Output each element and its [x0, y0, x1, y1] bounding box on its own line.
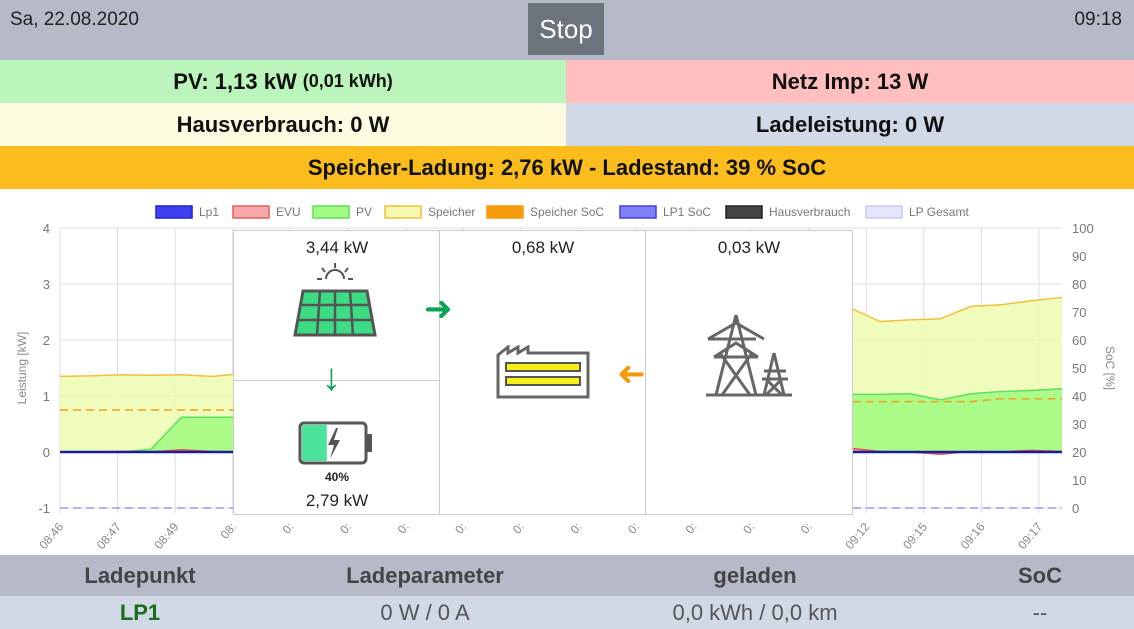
- panel-divider: [234, 380, 439, 381]
- legend-label: LP1 SoC: [663, 205, 711, 219]
- arrow-down-icon: ↓: [322, 357, 341, 399]
- charge-point-table-header: Ladepunkt Ladeparameter geladen SoC: [0, 555, 1134, 596]
- y2-tick-label: 30: [1072, 417, 1086, 432]
- x-tick-label: 08:46: [36, 520, 66, 552]
- battery-percent: 40%: [324, 470, 350, 484]
- x-tick-label: 0:: [740, 520, 757, 537]
- x-tick-label: 0:: [279, 520, 296, 537]
- y2-tick-label: 90: [1072, 249, 1086, 264]
- x-tick-label: 0:: [798, 520, 815, 537]
- y-tick-label: 2: [43, 333, 50, 348]
- legend-swatch: [384, 205, 422, 219]
- legend-swatch: [155, 205, 193, 219]
- col-soc: SoC: [1018, 562, 1062, 588]
- x-tick-label: 0:: [567, 520, 584, 537]
- y2-tick-label: 10: [1072, 473, 1086, 488]
- legend-label: Speicher: [428, 205, 475, 219]
- legend-label: PV: [356, 205, 372, 219]
- panel-divider: [439, 231, 440, 514]
- y-tick-label: -1: [38, 501, 50, 516]
- x-tick-label: 09:12: [842, 520, 872, 552]
- y-tick-label: 0: [43, 445, 50, 460]
- x-tick-label: 0:: [395, 520, 412, 537]
- battery-flow-value: 2,79 kW: [305, 491, 369, 510]
- legend-swatch: [619, 205, 657, 219]
- legend-swatch: [486, 205, 524, 219]
- battery-level: [302, 425, 327, 461]
- legend-label: EVU: [276, 205, 301, 219]
- date-label: Sa, 22.08.2020: [10, 9, 139, 30]
- y2-tick-label: 80: [1072, 277, 1086, 292]
- battery-icon: [298, 421, 372, 465]
- legend-swatch: [312, 205, 350, 219]
- pv-status: PV: 1,13 kW(0,01 kWh): [0, 60, 566, 103]
- col-ladeparameter: Ladeparameter: [346, 562, 504, 588]
- x-tick-label: 0:: [510, 520, 527, 537]
- pv-flow-value: 3,44 kW: [305, 238, 369, 257]
- y2-tick-label: 60: [1072, 333, 1086, 348]
- table-row: LP1 0 W / 0 A 0,0 kWh / 0,0 km --: [0, 596, 1134, 629]
- col-geladen: geladen: [713, 562, 797, 588]
- x-tick-label: 09:17: [1015, 520, 1045, 552]
- y2-axis-label: SoC [%]: [1103, 346, 1117, 390]
- storage-status: Speicher-Ladung: 2,76 kW - Ladestand: 39…: [0, 146, 1134, 189]
- solar-panel-icon: [293, 263, 377, 337]
- time-label: 09:18: [1074, 9, 1122, 30]
- col-ladepunkt: Ladepunkt: [84, 562, 196, 588]
- grid-status: Netz Imp: 13 W: [566, 60, 1134, 103]
- x-tick-label: 09:15: [900, 520, 930, 552]
- charge-point-name[interactable]: LP1: [119, 599, 161, 625]
- x-tick-label: 08:49: [151, 520, 181, 552]
- x-tick-label: 0:: [452, 520, 469, 537]
- energy-flow-panel: 3,44 kW 0,68 kW 0,03 kW ➜ ↓ 40% 2,79 kW …: [233, 230, 853, 515]
- x-tick-label: 0:: [683, 520, 700, 537]
- charged-amount: 0,0 kWh / 0,0 km: [672, 599, 838, 625]
- legend-label: Speicher SoC: [530, 205, 604, 219]
- y-tick-label: 3: [43, 277, 50, 292]
- panel-divider: [645, 231, 646, 514]
- legend-swatch: [232, 205, 270, 219]
- house-consumption-status: Hausverbrauch: 0 W: [0, 103, 566, 146]
- y-tick-label: 4: [43, 221, 50, 236]
- grid-flow-value: 0,03 kW: [717, 238, 781, 257]
- pv-energy: (0,01 kWh): [302, 71, 393, 91]
- y2-tick-label: 100: [1072, 221, 1094, 236]
- arrow-right-icon: ➜: [424, 290, 453, 328]
- house-flow-value: 0,68 kW: [511, 238, 575, 257]
- charge-parameter: 0 W / 0 A: [380, 599, 470, 625]
- x-tick-label: 08:: [218, 520, 239, 542]
- stop-button[interactable]: Stop: [528, 3, 604, 55]
- x-tick-label: 0:: [337, 520, 354, 537]
- x-tick-label: 0:: [625, 520, 642, 537]
- charge-soc: --: [1032, 599, 1048, 625]
- pv-power: PV: 1,13 kW: [173, 68, 297, 94]
- y-axis-label: Leistung [kW]: [15, 332, 29, 405]
- charging-power-status: Ladeleistung: 0 W: [566, 103, 1134, 146]
- y-tick-label: 1: [43, 389, 50, 404]
- legend-label: Lp1: [199, 205, 219, 219]
- header-bar: Sa, 22.08.2020 Stop 09:18: [0, 0, 1134, 60]
- y2-tick-label: 50: [1072, 361, 1086, 376]
- house-factory-icon: [496, 345, 590, 399]
- legend-label: LP Gesamt: [909, 205, 969, 219]
- y2-tick-label: 20: [1072, 445, 1086, 460]
- power-pylon-icon: [706, 314, 792, 397]
- legend-swatch: [865, 205, 903, 219]
- y2-tick-label: 40: [1072, 389, 1086, 404]
- legend-swatch: [725, 205, 763, 219]
- arrow-left-icon: ➜: [617, 355, 646, 393]
- x-tick-label: 08:47: [94, 520, 124, 552]
- legend-label: Hausverbrauch: [769, 205, 850, 219]
- x-tick-label: 09:16: [958, 520, 988, 552]
- y2-tick-label: 0: [1072, 501, 1079, 516]
- y2-tick-label: 70: [1072, 305, 1086, 320]
